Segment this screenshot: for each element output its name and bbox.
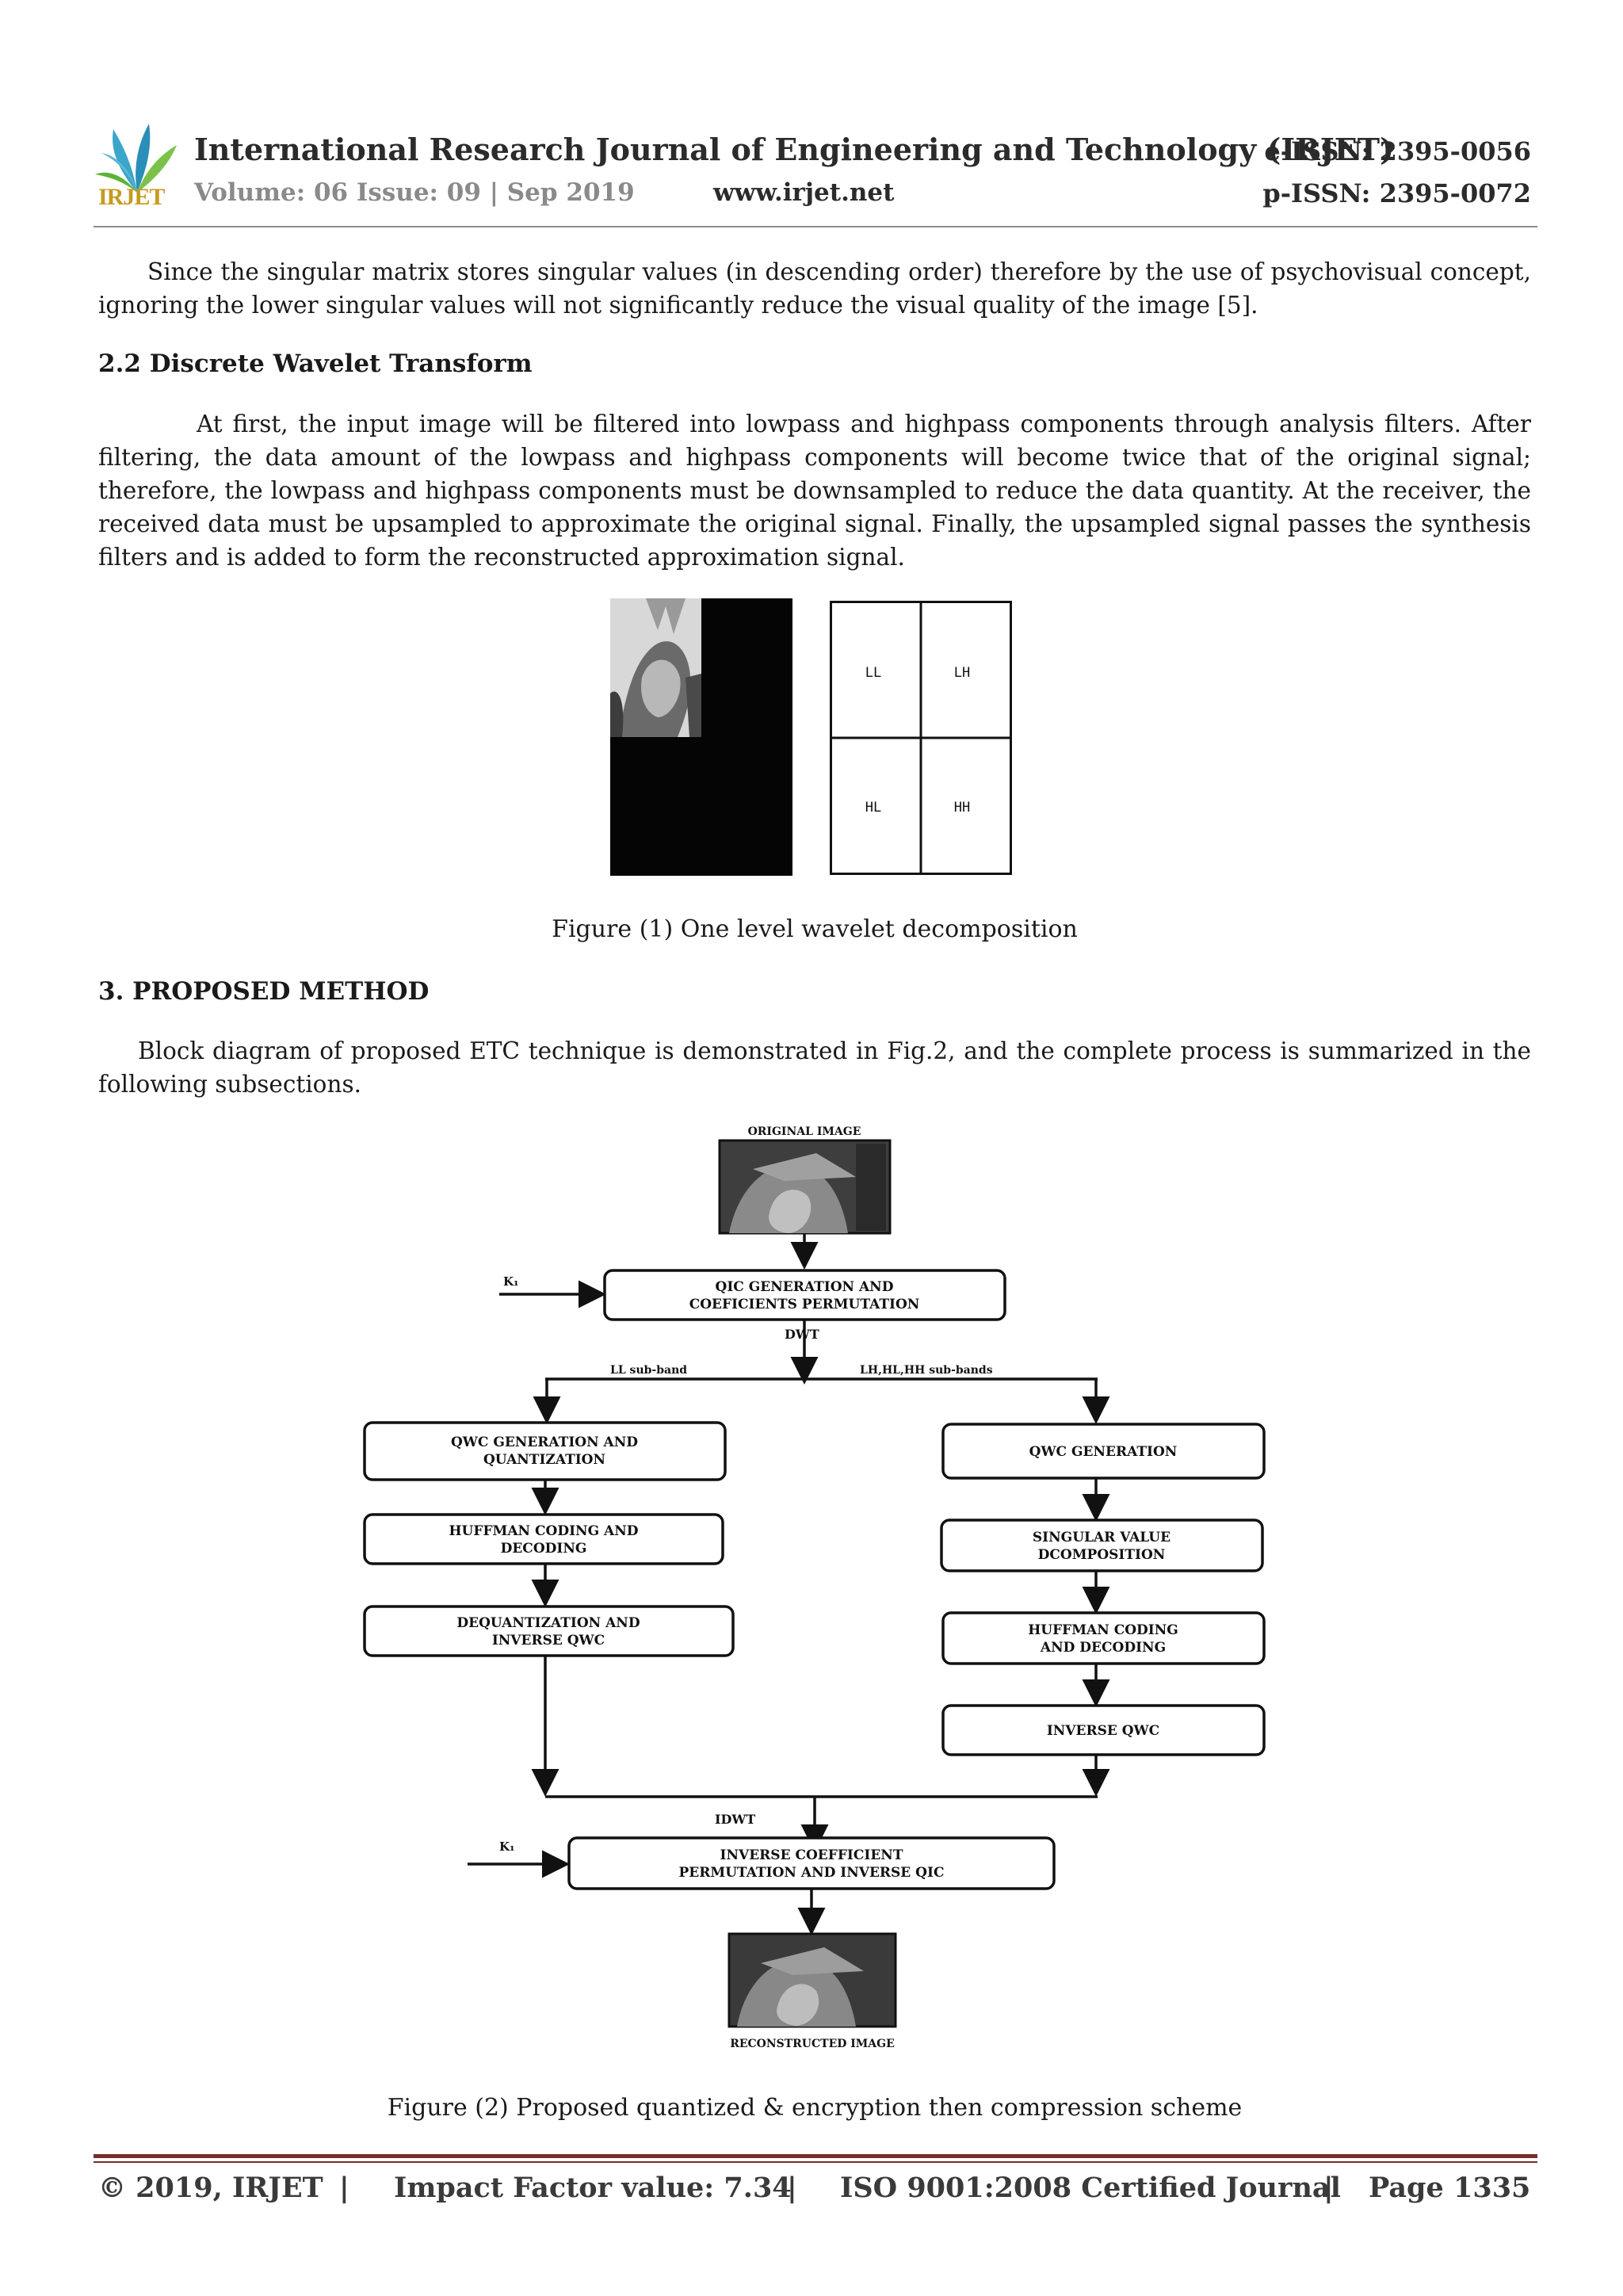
irjet-logo	[95, 124, 177, 193]
dwt-label: DWT	[785, 1327, 819, 1342]
subband-hl-label: HL	[865, 800, 881, 816]
journal-title: International Research Journal of Engine…	[194, 132, 1394, 167]
ll-branch-label: LL sub-band	[610, 1364, 687, 1377]
left-box2-line2: DECODING	[501, 1541, 587, 1557]
inverse-qwc-box	[941, 1704, 1266, 1756]
qwc-generation-box	[941, 1423, 1266, 1480]
logo-text: IRJET	[98, 184, 165, 210]
right-box4-line1: INVERSE QWC	[1047, 1723, 1159, 1739]
inverse-box-line1: INVERSE COEFFICIENT	[720, 1847, 903, 1863]
right-box3-line2: AND DECODING	[1040, 1640, 1166, 1656]
footer-divider-thin	[94, 2161, 1537, 2163]
website-link[interactable]: www.irjet.net	[713, 178, 895, 207]
subband-ll-label: LL	[865, 665, 881, 681]
inverse-box-line2: PERMUTATION AND INVERSE QIC	[679, 1865, 945, 1881]
wavelet-decomposed-image	[610, 598, 792, 876]
section-heading-proposed-method: 3. PROPOSED METHOD	[98, 977, 430, 1006]
left-huffman-box	[363, 1513, 724, 1565]
section-heading-dwt: 2.2 Discrete Wavelet Transform	[98, 350, 533, 378]
footer-page-number: Page 1335	[1369, 2172, 1531, 2204]
right-box2-line2: DCOMPOSITION	[1038, 1547, 1166, 1563]
qwc-quantization-box	[363, 1421, 727, 1481]
inverse-permutation-box	[567, 1836, 1056, 1890]
figure-1-caption: Figure (1) One level wavelet decompositi…	[552, 915, 1078, 943]
left-box1-line2: QUANTIZATION	[483, 1452, 605, 1468]
reconstructed-image-label: RECONSTRUCTED IMAGE	[730, 2038, 895, 2050]
footer-separator: |	[787, 2172, 797, 2204]
subband-lh-label: LH	[954, 665, 970, 681]
right-huffman-box	[941, 1611, 1266, 1665]
left-box3-line1: DEQUANTIZATION AND	[456, 1615, 640, 1631]
paragraph-dwt: At first, the input image will be filter…	[98, 411, 1531, 571]
left-box3-line2: INVERSE QWC	[492, 1633, 605, 1648]
subband-layout-diagram: LL LH HL HH	[830, 601, 1012, 875]
reconstructed-image-thumbnail	[727, 1932, 897, 2028]
footer-separator: |	[339, 2172, 349, 2204]
footer-separator: |	[1323, 2172, 1334, 2204]
p-issn: p-ISSN: 2395-0072	[1262, 178, 1531, 208]
qic-box-line2: COEFICIENTS PERMUTATION	[689, 1297, 920, 1312]
original-image-thumbnail	[718, 1139, 892, 1235]
figure-2-caption: Figure (2) Proposed quantized & encrypti…	[387, 2094, 1243, 2122]
idwt-label: IDWT	[715, 1812, 755, 1827]
left-box2-line1: HUFFMAN CODING AND	[449, 1523, 639, 1539]
lh-branch-label: LH,HL,HH sub-bands	[860, 1364, 993, 1377]
key-k1-top-label: K₁	[503, 1274, 519, 1289]
footer-impact-factor: Impact Factor value: 7.34	[394, 2172, 792, 2204]
left-box1-line1: QWC GENERATION AND	[451, 1435, 638, 1450]
footer-iso: ISO 9001:2008 Certified Journal	[840, 2172, 1341, 2204]
key-k1-bottom-label: K₁	[499, 1839, 515, 1854]
volume-issue: Volume: 06 Issue: 09 | Sep 2019	[194, 178, 635, 207]
right-box2-line1: SINGULAR VALUE	[1033, 1530, 1170, 1545]
right-box1-line1: QWC GENERATION	[1029, 1444, 1178, 1460]
footer-copyright: © 2019, IRJET	[98, 2172, 323, 2204]
header-divider	[94, 226, 1537, 227]
etc-block-diagram: ORIGINAL IMAGE K₁ QIC GENERATION AND COE…	[363, 1125, 1266, 2050]
paragraph-svd: Since the singular matrix stores singula…	[98, 258, 1531, 319]
subband-hh-label: HH	[954, 800, 970, 816]
svd-box	[940, 1519, 1264, 1572]
right-box3-line1: HUFFMAN CODING	[1028, 1622, 1178, 1638]
original-image-label: ORIGINAL IMAGE	[748, 1125, 861, 1138]
footer-divider-thick	[94, 2154, 1537, 2158]
paragraph-proposed-method: Block diagram of proposed ETC technique …	[98, 1037, 1531, 1098]
e-issn: e-ISSN: 2395-0056	[1264, 136, 1531, 166]
qic-box-line1: QIC GENERATION AND	[716, 1279, 894, 1295]
dequantization-box	[363, 1605, 735, 1657]
